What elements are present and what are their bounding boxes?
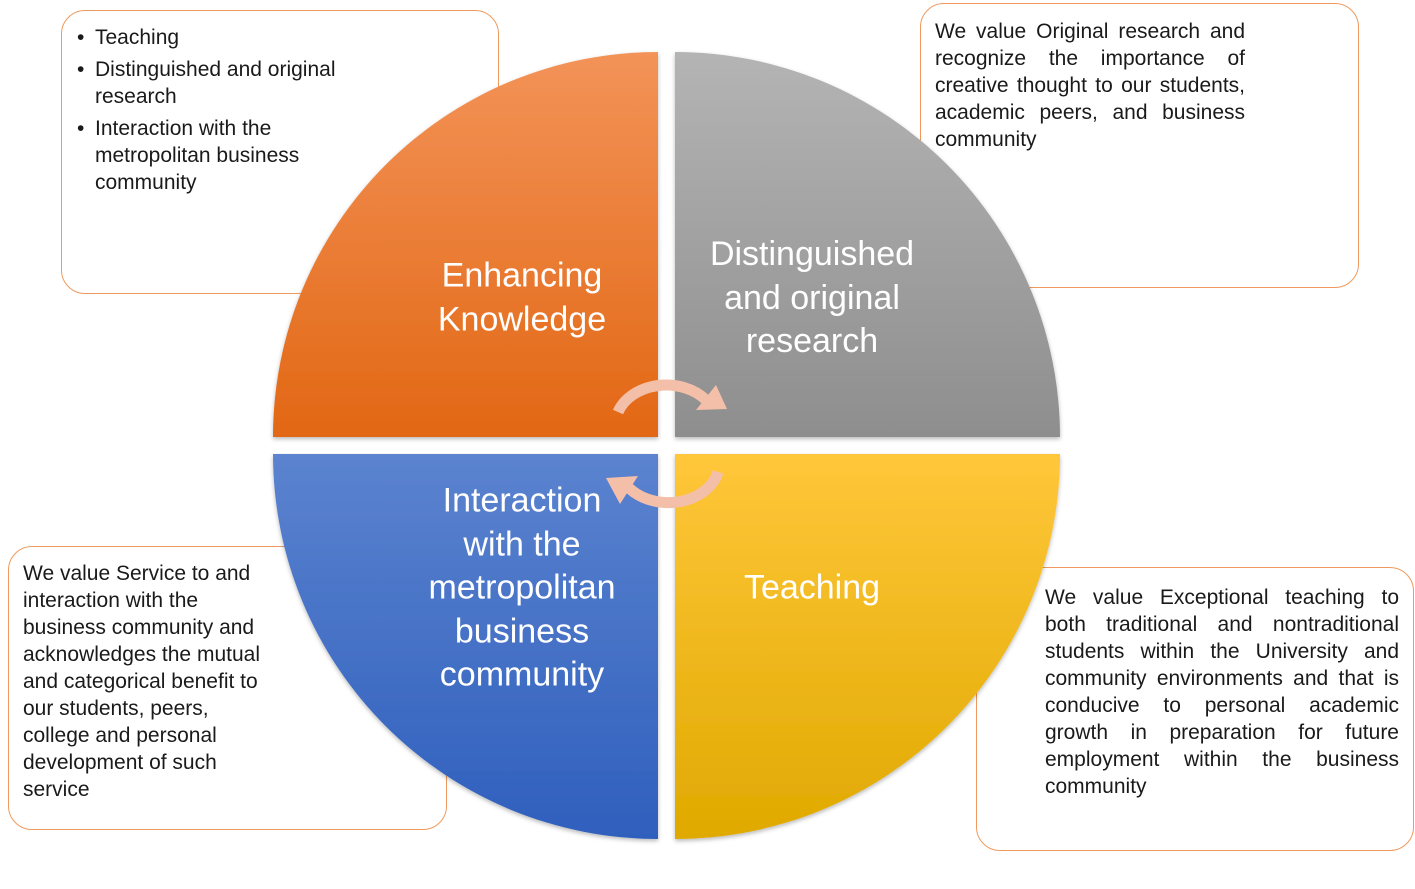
- callout-text-service: We value Service to and interaction with…: [23, 562, 260, 801]
- arrow-top-head: [696, 385, 727, 410]
- label-line: business: [454, 611, 590, 650]
- label-line: Teaching: [743, 568, 881, 607]
- label-line: Interaction: [442, 481, 602, 520]
- label-line: community: [439, 655, 605, 694]
- quadrant-top-left: [273, 52, 658, 437]
- callout-bullet-list: Teaching Distinguished and original rese…: [77, 24, 337, 201]
- quadrant-bottom-right: [675, 454, 1060, 839]
- quadrant-top-right: [675, 52, 1060, 437]
- label-line: and original: [724, 278, 900, 317]
- arrow-bottom-curve: [625, 470, 724, 509]
- label-line: metropolitan: [428, 568, 616, 607]
- quadrant-bottom-left: [273, 454, 658, 839]
- bullet-item: Distinguished and original research: [77, 56, 337, 110]
- quadrant-label-teaching: Teaching: [744, 566, 880, 610]
- label-line: Knowledge: [437, 300, 607, 338]
- bullet-item: Teaching: [77, 24, 337, 51]
- quadrant-label-interaction-business: Interaction with the metropolitan business c…: [428, 479, 615, 697]
- label-line: Distinguished: [709, 234, 915, 273]
- cycle-arrows-icon: [606, 379, 727, 509]
- label-line: with the: [463, 524, 581, 563]
- callout-box-bottom-right: [976, 567, 1414, 851]
- bullet-item: Interaction with the metropolitan busine…: [77, 115, 337, 196]
- quadrant-label-distinguished-research: Distinguished and original research: [710, 233, 914, 364]
- callout-text-teaching: We value Exceptional teaching to both tr…: [1045, 586, 1399, 798]
- arrow-top-curve: [612, 379, 710, 415]
- callout-text-research: We value Original research and recognize…: [935, 20, 1245, 151]
- arrow-bottom-head: [606, 476, 638, 504]
- label-line: Enhancing: [441, 256, 603, 295]
- label-line: research: [745, 321, 879, 360]
